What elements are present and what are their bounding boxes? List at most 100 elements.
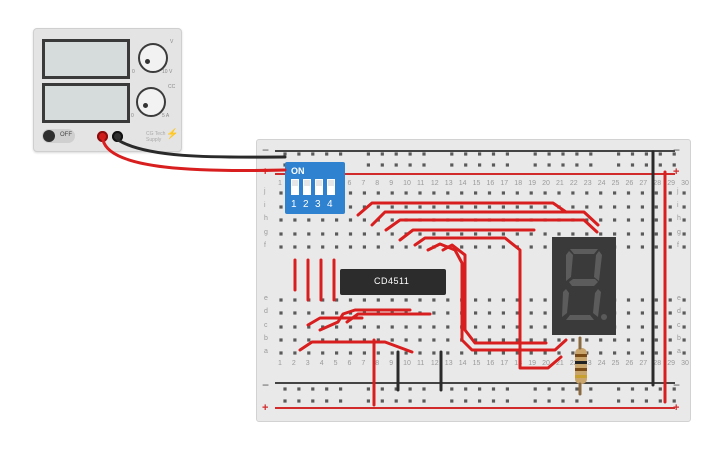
breadboard-hole[interactable] [654,311,658,315]
breadboard-hole[interactable] [321,351,325,355]
breadboard-hole[interactable] [390,338,394,342]
breadboard-hole[interactable] [571,351,575,355]
breadboard-hole[interactable] [321,311,325,315]
breadboard-hole[interactable] [533,399,537,403]
breadboard-hole[interactable] [348,351,353,355]
breadboard-hole[interactable] [501,205,505,209]
breadboard-hole[interactable] [321,232,325,236]
breadboard-hole[interactable] [644,163,648,167]
breadboard-hole[interactable] [297,152,301,156]
breadboard-hole[interactable] [575,387,579,391]
breadboard-hole[interactable] [307,298,311,302]
breadboard-hole[interactable] [543,338,547,342]
breadboard-hole[interactable] [478,399,482,403]
breadboard-hole[interactable] [682,232,686,236]
breadboard-hole[interactable] [376,311,380,315]
breadboard-hole[interactable] [478,387,482,391]
breadboard-hole[interactable] [561,163,565,167]
breadboard-hole[interactable] [432,245,436,249]
breadboard-hole[interactable] [408,163,412,167]
breadboard-hole[interactable] [654,325,658,329]
breadboard-hole[interactable] [487,351,492,355]
breadboard-hole[interactable] [668,351,672,355]
breadboard-hole[interactable] [515,205,519,209]
breadboard-hole[interactable] [404,191,408,195]
breadboard-hole[interactable] [640,311,644,315]
breadboard-hole[interactable] [658,163,662,167]
current-knob[interactable] [136,87,166,117]
breadboard-hole[interactable] [307,325,311,329]
breadboard-hole[interactable] [335,325,339,329]
breadboard-hole[interactable] [404,351,408,355]
breadboard-hole[interactable] [432,191,436,195]
breadboard-hole[interactable] [362,245,366,249]
breadboard-hole[interactable] [362,232,366,236]
breadboard-hole[interactable] [362,218,366,222]
breadboard-hole[interactable] [293,232,297,236]
breadboard-hole[interactable] [571,232,575,236]
breadboard-hole[interactable] [279,351,283,355]
breadboard-hole[interactable] [672,152,676,156]
breadboard-hole[interactable] [450,163,454,167]
breadboard-hole[interactable] [394,399,398,403]
breadboard-hole[interactable] [474,298,478,302]
breadboard-hole[interactable] [668,245,672,249]
breadboard-hole[interactable] [487,191,492,195]
breadboard-hole[interactable] [491,163,496,167]
breadboard-hole[interactable] [307,311,311,315]
breadboard-hole[interactable] [348,191,353,195]
breadboard-hole[interactable] [547,152,551,156]
breadboard-hole[interactable] [366,152,370,156]
breadboard-hole[interactable] [335,232,339,236]
breadboard-hole[interactable] [432,232,436,236]
breadboard-hole[interactable] [515,311,519,315]
breadboard-hole[interactable] [599,232,603,236]
breadboard-hole[interactable] [501,232,505,236]
breadboard-hole[interactable] [446,205,450,209]
breadboard-hole[interactable] [474,351,478,355]
breadboard-hole[interactable] [348,218,353,222]
breadboard-hole[interactable] [446,218,450,222]
breadboard-hole[interactable] [487,338,492,342]
breadboard-hole[interactable] [487,232,492,236]
breadboard-hole[interactable] [533,163,537,167]
breadboard-hole[interactable] [446,325,450,329]
breadboard-hole[interactable] [589,163,593,167]
breadboard-hole[interactable] [404,311,408,315]
breadboard-hole[interactable] [640,338,644,342]
dip-switch-4[interactable] [327,179,335,195]
breadboard-hole[interactable] [362,325,366,329]
breadboard-hole[interactable] [682,338,686,342]
breadboard-hole[interactable] [491,399,496,403]
breadboard-hole[interactable] [408,152,412,156]
breadboard-hole[interactable] [515,298,519,302]
breadboard-hole[interactable] [307,338,311,342]
breadboard-hole[interactable] [515,325,519,329]
breadboard-hole[interactable] [321,218,325,222]
breadboard-hole[interactable] [339,387,343,391]
breadboard-hole[interactable] [478,163,482,167]
breadboard-hole[interactable] [460,218,464,222]
breadboard-hole[interactable] [293,245,297,249]
breadboard-hole[interactable] [460,325,464,329]
dip-switch-1[interactable] [291,179,299,195]
breadboard-hole[interactable] [668,218,672,222]
breadboard-hole[interactable] [418,298,422,302]
breadboard-hole[interactable] [585,205,589,209]
breadboard-hole[interactable] [515,338,519,342]
breadboard-hole[interactable] [376,298,380,302]
breadboard-hole[interactable] [515,218,519,222]
dip-switch-3[interactable] [315,179,323,195]
breadboard-hole[interactable] [487,311,492,315]
breadboard-hole[interactable] [366,399,370,403]
breadboard-hole[interactable] [575,152,579,156]
breadboard-hole[interactable] [571,191,575,195]
breadboard-hole[interactable] [460,232,464,236]
breadboard-hole[interactable] [348,311,353,315]
breadboard-hole[interactable] [682,311,686,315]
breadboard-hole[interactable] [474,338,478,342]
breadboard-hole[interactable] [561,387,565,391]
breadboard-hole[interactable] [446,245,450,249]
breadboard-hole[interactable] [376,338,380,342]
breadboard-hole[interactable] [557,338,561,342]
